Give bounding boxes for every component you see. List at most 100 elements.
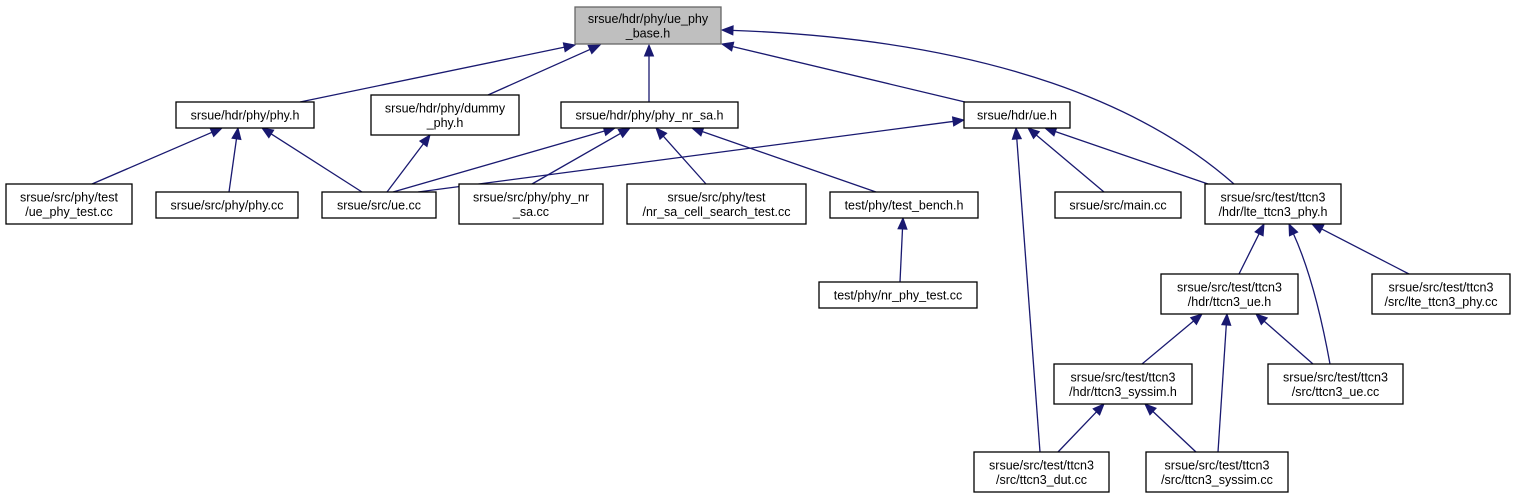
arrow-head-icon xyxy=(1310,223,1325,234)
arrow-head-icon xyxy=(1026,127,1041,140)
node-label: srsue/src/phy/phy.cc xyxy=(170,199,283,213)
edge-nr_sa_cell-to-phy_nr_sa xyxy=(655,127,707,185)
node-label: /hdr/lte_ttcn3_phy.h xyxy=(1219,205,1328,219)
edge-ue_phy_test-to-phy_h xyxy=(91,127,224,185)
node-phy-nr-sa-cc[interactable]: srsue/src/phy/phy_nr_sa.cc xyxy=(458,183,604,225)
node-label: test/phy/test_bench.h xyxy=(845,199,964,213)
edge-ttcn3_syssim_cc-to-ttcn3_ue_h xyxy=(1217,312,1232,453)
node-box[interactable] xyxy=(1053,363,1193,405)
edge-line xyxy=(417,120,955,193)
node-lte-ttcn3-phy-h[interactable]: srsue/src/test/ttcn3/hdr/lte_ttcn3_phy.h xyxy=(1204,183,1342,225)
node-label: srsue/src/phy/phy_nr xyxy=(473,190,589,204)
node-label: /nr_sa_cell_search_test.cc xyxy=(643,205,791,219)
node-ue-h[interactable]: srsue/hdr/ue.h xyxy=(963,101,1071,129)
node-phy-h[interactable]: srsue/hdr/phy/phy.h xyxy=(175,101,315,129)
edge-ue_cc-to-phy_nr_sa xyxy=(392,126,617,193)
node-dummy-phy[interactable]: srsue/hdr/phy/dummy_phy.h xyxy=(370,94,520,136)
arrow-head-icon xyxy=(1254,222,1265,237)
edge-lte_ttcn3_phy_h-to-ue_h xyxy=(1043,126,1209,185)
edge-line xyxy=(1263,320,1314,365)
node-box[interactable] xyxy=(626,183,807,225)
node-test-bench[interactable]: test/phy/test_bench.h xyxy=(829,191,979,219)
node-ue-cc[interactable]: srsue/src/ue.cc xyxy=(321,191,437,219)
edge-line xyxy=(91,131,214,185)
node-box[interactable] xyxy=(574,6,722,45)
node-label: srsue/src/test/ttcn3 xyxy=(1165,458,1270,472)
node-box[interactable] xyxy=(963,101,1071,129)
node-ue-phy-base[interactable]: srsue/hdr/phy/ue_phy_base.h xyxy=(574,6,722,45)
node-label: /src/lte_ttcn3_phy.cc xyxy=(1384,295,1497,309)
node-box[interactable] xyxy=(321,191,437,219)
node-label: srsue/hdr/phy/ue_phy xyxy=(588,12,709,26)
edge-line xyxy=(487,48,592,96)
node-label: /src/ttcn3_syssim.cc xyxy=(1161,473,1273,487)
node-box[interactable] xyxy=(155,191,299,219)
node-box[interactable] xyxy=(1267,363,1404,405)
arrow-head-icon xyxy=(655,127,668,141)
node-label: _sa.cc xyxy=(512,205,549,219)
edge-line xyxy=(228,137,238,193)
node-ue-phy-test[interactable]: srsue/src/phy/test/ue_phy_test.cc xyxy=(5,183,133,225)
arrow-head-icon xyxy=(951,116,966,127)
node-main-cc[interactable]: srsue/src/main.cc xyxy=(1054,191,1182,219)
node-box[interactable] xyxy=(973,451,1110,493)
node-ttcn3-ue-cc[interactable]: srsue/src/test/ttcn3/src/ttcn3_ue.cc xyxy=(1267,363,1404,405)
node-box[interactable] xyxy=(560,101,739,129)
node-ttcn3-syssim-h[interactable]: srsue/src/test/ttcn3/hdr/ttcn3_syssim.h xyxy=(1053,363,1193,405)
node-phy-cc[interactable]: srsue/src/phy/phy.cc xyxy=(155,191,299,219)
node-box[interactable] xyxy=(818,281,978,309)
node-box[interactable] xyxy=(5,183,133,225)
edge-line xyxy=(1141,319,1195,365)
node-label: srsue/hdr/phy/phy.h xyxy=(191,109,300,123)
arrow-head-icon xyxy=(1092,403,1105,416)
arrow-head-icon xyxy=(1011,126,1023,140)
arrow-head-icon xyxy=(720,25,734,36)
node-label: srsue/src/test/ttcn3 xyxy=(989,458,1094,472)
node-label: srsue/src/test/ttcn3 xyxy=(1071,370,1176,384)
node-label: test/phy/nr_phy_test.cc xyxy=(834,289,963,303)
node-nr-phy-test[interactable]: test/phy/nr_phy_test.cc xyxy=(818,281,978,309)
node-nr-sa-cell[interactable]: srsue/src/phy/test/nr_sa_cell_search_tes… xyxy=(626,183,807,225)
node-box[interactable] xyxy=(1145,451,1289,493)
edge-line xyxy=(1320,228,1410,275)
edge-line xyxy=(731,45,966,103)
node-label: srsue/src/main.cc xyxy=(1069,199,1166,213)
arrow-head-icon xyxy=(720,41,735,52)
node-label: _base.h xyxy=(625,26,671,40)
node-box[interactable] xyxy=(1054,191,1182,219)
node-phy-nr-sa[interactable]: srsue/hdr/phy/phy_nr_sa.h xyxy=(560,101,739,129)
edge-ttcn3_ue_h-to-lte_ttcn3_phy_h xyxy=(1238,222,1265,275)
node-box[interactable] xyxy=(370,94,520,136)
edge-ttcn3_ue_cc-to-lte_ttcn3_phy_h xyxy=(1288,222,1331,365)
edge-line xyxy=(1151,410,1197,453)
node-box[interactable] xyxy=(1160,273,1299,315)
node-box[interactable] xyxy=(175,101,315,129)
node-label: srsue/src/test/ttcn3 xyxy=(1221,190,1326,204)
edges-layer xyxy=(91,25,1410,453)
node-label: srsue/hdr/phy/dummy xyxy=(385,101,506,115)
node-label: /ue_phy_test.cc xyxy=(25,205,113,219)
node-box[interactable] xyxy=(1371,273,1511,315)
edge-line xyxy=(1054,130,1209,185)
node-box[interactable] xyxy=(1204,183,1342,225)
node-ttcn3-ue-h[interactable]: srsue/src/test/ttcn3/hdr/ttcn3_ue.h xyxy=(1160,273,1299,315)
node-box[interactable] xyxy=(829,191,979,219)
node-lte-ttcn3-phy-cc[interactable]: srsue/src/test/ttcn3/src/lte_ttcn3_phy.c… xyxy=(1371,273,1511,315)
edge-line xyxy=(386,142,425,193)
edge-line xyxy=(1035,133,1105,193)
node-label: srsue/src/phy/test xyxy=(20,190,118,204)
edge-main_cc-to-ue_h xyxy=(1026,127,1105,193)
edge-lte_ttcn3_phy_cc-to-lte_ttcn3_phy_h xyxy=(1310,223,1410,275)
node-box[interactable] xyxy=(458,183,604,225)
edge-ue_h-to-ue_phy_base xyxy=(720,41,966,103)
node-ttcn3-syssim-cc[interactable]: srsue/src/test/ttcn3/src/ttcn3_syssim.cc xyxy=(1145,451,1289,493)
node-label: /src/ttcn3_ue.cc xyxy=(1292,385,1380,399)
edge-line xyxy=(1238,232,1261,275)
edge-ue_cc-to-phy_h xyxy=(260,127,363,193)
edge-line xyxy=(299,46,566,103)
node-ttcn3-dut[interactable]: srsue/src/test/ttcn3/src/ttcn3_dut.cc xyxy=(973,451,1110,493)
edge-phy_cc-to-phy_h xyxy=(228,126,242,193)
arrow-head-icon xyxy=(1221,312,1232,326)
